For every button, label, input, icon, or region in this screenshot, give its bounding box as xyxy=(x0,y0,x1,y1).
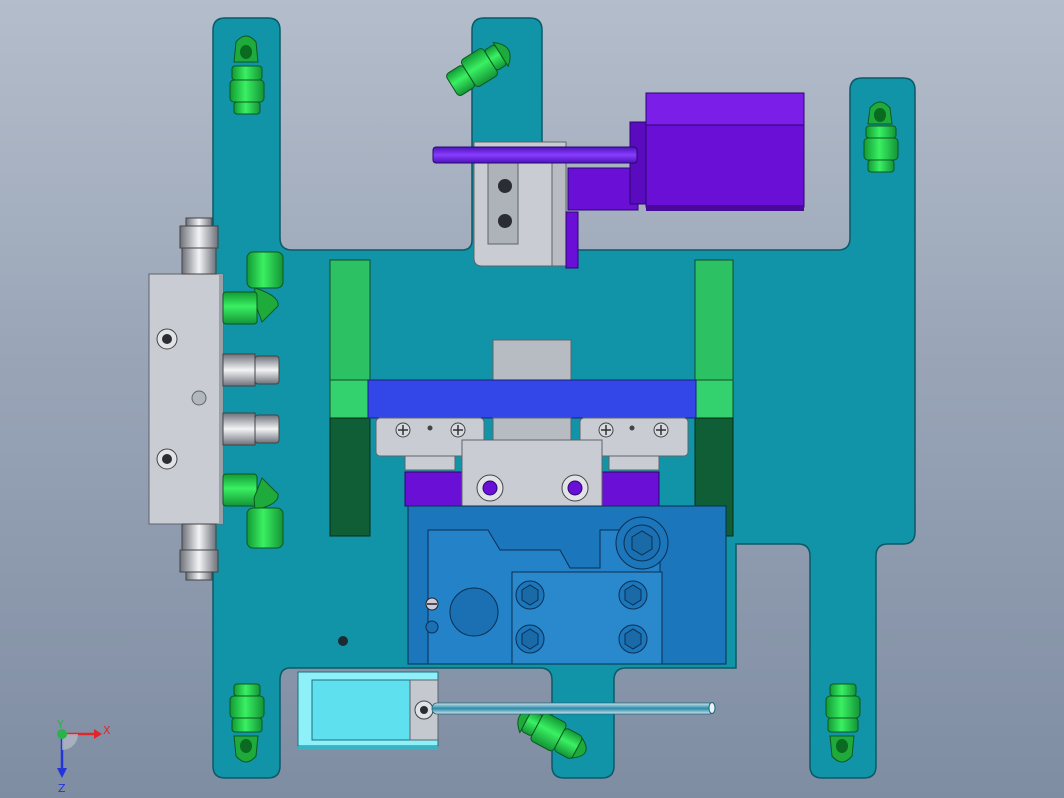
cylinder-hex-bolt xyxy=(515,580,545,610)
slide-carriage-right[interactable] xyxy=(579,417,689,471)
sensor-cable[interactable] xyxy=(431,702,715,715)
manifold-elbow-fitting-lower[interactable] xyxy=(222,473,284,549)
slide-carriage-left[interactable] xyxy=(375,417,485,471)
corner-fitting-bottom-left[interactable] xyxy=(229,683,265,763)
guide-block-left[interactable] xyxy=(329,259,371,537)
corner-fitting-top-left[interactable] xyxy=(229,35,265,115)
manifold-elbow-fitting-upper[interactable] xyxy=(222,251,284,325)
slide-stop-block[interactable] xyxy=(492,339,572,381)
angled-fitting-top[interactable] xyxy=(443,36,517,99)
manifold-fitting-gray-upper[interactable] xyxy=(222,353,280,387)
sensor-cable-end xyxy=(708,702,716,714)
linear-guide-rail[interactable] xyxy=(367,379,697,419)
pneumatic-cylinder[interactable] xyxy=(407,505,727,665)
slide-center-block xyxy=(492,417,572,441)
triad-z-label: Z xyxy=(58,782,66,795)
manifold-fitting-bottom[interactable] xyxy=(179,523,219,581)
corner-fitting-bottom-right[interactable] xyxy=(825,683,861,763)
cylinder-port-hex xyxy=(615,516,669,570)
triad-y-label: Y xyxy=(56,718,64,731)
corner-fitting-top-right[interactable] xyxy=(863,101,899,173)
cylinder-hex-bolt xyxy=(618,624,648,654)
axis-triad[interactable]: X Y Z xyxy=(56,718,111,795)
air-manifold-block[interactable] xyxy=(148,273,224,525)
cylinder-hex-bolt xyxy=(515,624,545,654)
manifold-fitting-top[interactable] xyxy=(179,217,219,275)
bracket-bolt xyxy=(498,179,512,193)
proximity-sensor[interactable] xyxy=(297,671,439,750)
slide-carriage-plate[interactable] xyxy=(404,439,660,507)
angled-fitting-bottom[interactable] xyxy=(512,702,593,765)
cylinder-hex-bolt xyxy=(618,580,648,610)
triad-x-label: X xyxy=(103,724,111,737)
bracket-bolt xyxy=(498,214,512,228)
plate-hole xyxy=(338,636,348,646)
motor-bracket[interactable] xyxy=(473,141,567,267)
motor-shaft[interactable] xyxy=(432,146,638,164)
guide-block-right[interactable] xyxy=(694,259,734,537)
stepper-motor[interactable] xyxy=(565,92,805,269)
manifold-fitting-gray-lower[interactable] xyxy=(222,412,280,446)
